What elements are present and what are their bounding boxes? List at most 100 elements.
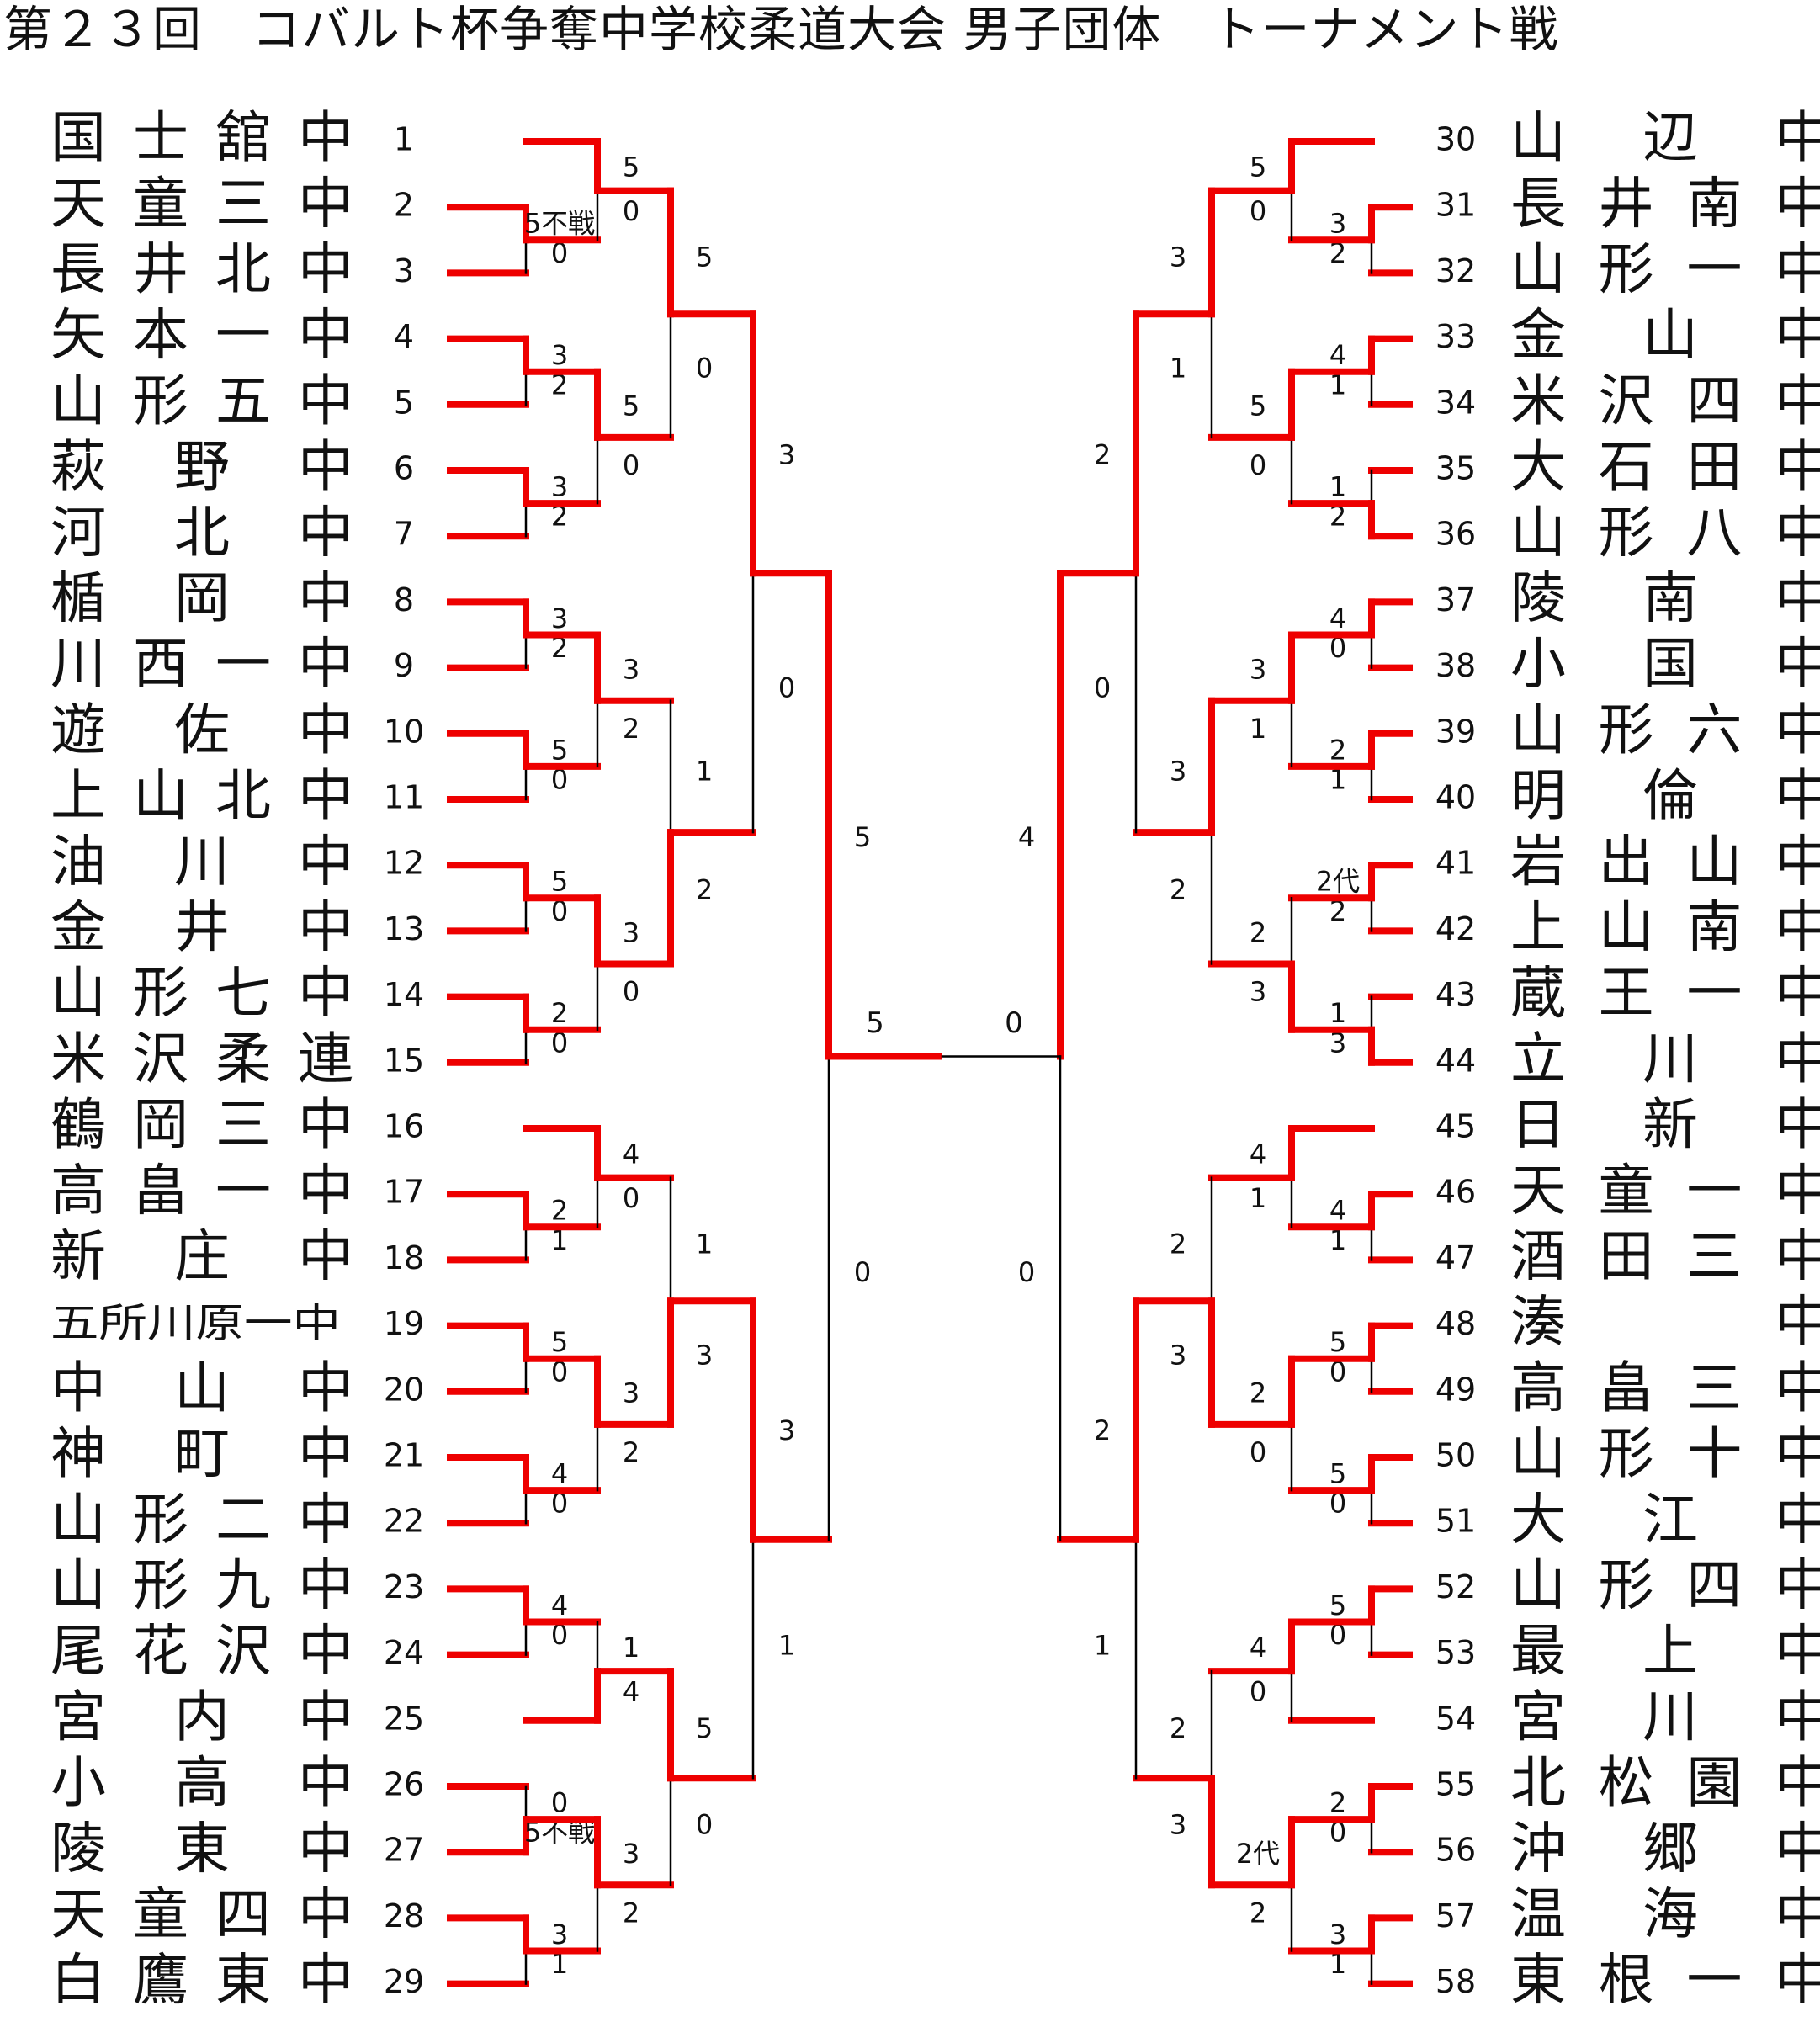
left-team-name: 楯 岡 中	[50, 565, 353, 630]
left-team-number: 15	[384, 1042, 424, 1079]
left-team-number: 16	[384, 1108, 424, 1145]
R-score-bottom: 2	[1329, 501, 1346, 533]
right-team-name: 温 海 中	[1510, 1881, 1820, 1946]
L-score-bottom: 4	[623, 1676, 639, 1708]
R-score-bottom: 1	[1250, 713, 1266, 745]
L-score-top: 4	[551, 1589, 568, 1621]
R-score-bottom: 0	[1329, 1619, 1346, 1651]
L-score-top: 5	[696, 241, 713, 273]
L-score-top: 5	[854, 821, 871, 853]
left-team-name: 山形九中	[50, 1552, 353, 1617]
right-team-number: 55	[1435, 1766, 1476, 1803]
right-team-name: 上山南中	[1510, 894, 1820, 959]
R-score-bottom: 2	[1250, 1897, 1266, 1929]
left-team-number: 14	[384, 976, 424, 1013]
right-team-name: 沖 郷 中	[1510, 1816, 1820, 1881]
right-team-name: 小 国 中	[1510, 632, 1820, 697]
left-team-name: 宮 内 中	[50, 1685, 353, 1749]
right-team-name: 天童一中	[1510, 1158, 1820, 1223]
right-team-name: 金 山 中	[1510, 303, 1820, 368]
left-team-name: 国士舘中	[50, 105, 353, 170]
R-score-bottom: 0	[1250, 195, 1266, 227]
page-title: 第２３回 コバルト杯争奪中学校柔道大会 男子団体 トーナメント戦	[3, 1, 1559, 58]
R-score-bottom: 1	[1329, 763, 1346, 795]
right-team-number: 54	[1435, 1700, 1476, 1737]
R-score-bottom: 2	[1170, 873, 1186, 905]
left-team-name: 高畠一中	[50, 1158, 353, 1223]
R-final-score: 0	[1005, 1006, 1023, 1040]
L-score-top: 5不戦	[524, 208, 595, 240]
R-score-top: 5	[1329, 1458, 1346, 1490]
R-score-bottom: 0	[1250, 449, 1266, 481]
L-score-top: 5	[623, 390, 639, 422]
left-team-number: 11	[384, 779, 424, 816]
right-team-number: 37	[1435, 581, 1476, 618]
L-score-top: 1	[696, 1228, 713, 1260]
R-score-top: 1	[1329, 471, 1346, 503]
left-team-number: 10	[384, 713, 424, 750]
right-team-number: 47	[1435, 1239, 1476, 1276]
R-score-bottom: 0	[1018, 1256, 1035, 1288]
right-team-name: 蔵王一中	[1510, 961, 1820, 1026]
L-score-bottom: 0	[551, 895, 568, 927]
R-score-top: 4	[1329, 1195, 1346, 1227]
L-score-bottom: 0	[551, 1488, 568, 1520]
L-score-top: 5	[551, 866, 568, 898]
R-score-bottom: 3	[1170, 1808, 1186, 1840]
L-score-bottom: 0	[551, 1619, 568, 1651]
L-score-bottom: 0	[551, 1027, 568, 1059]
R-score-bottom: 1	[1329, 1224, 1346, 1256]
L-score-bottom: 1	[778, 1629, 795, 1661]
left-team-number: 28	[384, 1897, 424, 1934]
R-score-top: 2	[1329, 734, 1346, 766]
R-score-bottom: 1	[1094, 1629, 1111, 1661]
L-score-bottom: 0	[623, 976, 639, 1008]
left-team-name: 遊 佐 中	[50, 698, 353, 762]
left-team-number: 21	[384, 1437, 424, 1474]
left-team-number: 7	[394, 516, 414, 553]
right-team-name: 大石田中	[1510, 434, 1820, 499]
R-score-top: 4	[1329, 602, 1346, 634]
left-team-number: 23	[384, 1568, 424, 1605]
left-team-number: 8	[394, 581, 414, 618]
right-team-name: 米沢四中	[1510, 369, 1820, 433]
left-team-number: 17	[384, 1174, 424, 1211]
R-score-bottom: 0	[1329, 1488, 1346, 1520]
L-score-bottom: 3	[696, 1339, 713, 1371]
L-score-top: 3	[551, 602, 568, 634]
L-score-bottom: 1	[551, 1948, 568, 1980]
L-score-top: 3	[623, 654, 639, 686]
left-team-number: 26	[384, 1766, 424, 1803]
R-score-bottom: 1	[1250, 1182, 1266, 1214]
R-score-bottom: 3	[1170, 1339, 1186, 1371]
R-score-bottom: 2	[1329, 237, 1346, 269]
R-score-bottom: 0	[1250, 1436, 1266, 1468]
left-team-name: 長井北中	[50, 236, 353, 301]
right-team-number: 42	[1435, 910, 1476, 947]
right-team-number: 50	[1435, 1437, 1476, 1474]
right-team-number: 35	[1435, 450, 1476, 487]
right-team-number: 32	[1435, 252, 1476, 289]
L-score-top: 5	[623, 151, 639, 183]
left-team-number: 24	[384, 1634, 424, 1671]
R-score-top: 2	[1170, 1712, 1186, 1744]
L-score-bottom: 0	[778, 672, 795, 704]
L-score-bottom: 2	[623, 1436, 639, 1468]
R-score-top: 2	[1329, 1787, 1346, 1819]
L-score-bottom: 0	[696, 352, 713, 384]
L-score-top: 3	[551, 471, 568, 503]
right-team-name: 立 川 中	[1510, 1027, 1820, 1091]
right-team-number: 49	[1435, 1371, 1476, 1408]
R-score-top: 3	[1250, 654, 1266, 686]
L-score-top: 2	[551, 997, 568, 1029]
right-team-number: 40	[1435, 779, 1476, 816]
L-score-top: 5	[696, 1712, 713, 1744]
right-team-name: 高畠三中	[1510, 1356, 1820, 1420]
right-team-name: 日 新 中	[1510, 1092, 1820, 1157]
L-score-bottom: 0	[551, 1356, 568, 1388]
L-score-bottom: 2	[696, 873, 713, 905]
L-score-bottom: 0	[551, 763, 568, 795]
R-score-bottom: 0	[1250, 1676, 1266, 1708]
L-score-top: 3	[551, 339, 568, 371]
right-team-number: 33	[1435, 318, 1476, 355]
